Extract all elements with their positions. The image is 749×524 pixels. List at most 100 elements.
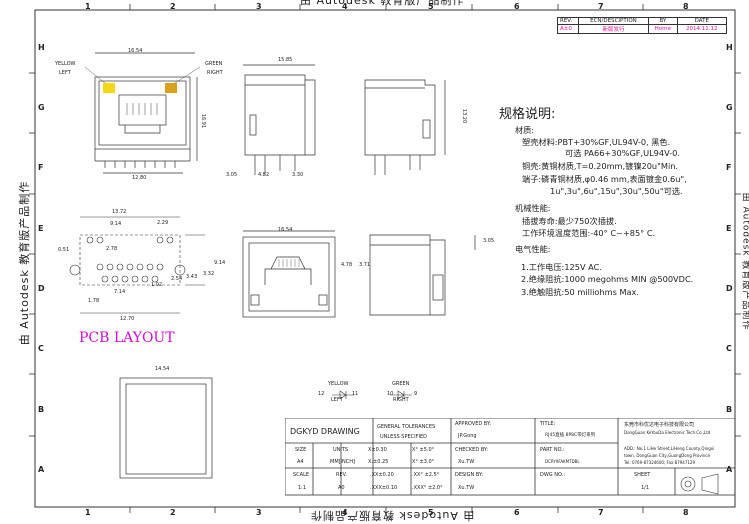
bottom-yellow-label-2: LEFT [331,397,343,403]
label-yellow-left-2: LEFT [59,70,71,76]
tb-drawing-title: DGKYD DRAWING [290,427,360,436]
tb-address-3: Tel: 0769-87324600; Fax:87947129 [624,460,696,465]
grid-row-left-D: D [38,284,45,293]
mechanical-header: 机械性能: [515,203,551,213]
tb-title-label: TITLE: [540,421,556,427]
dim-pcb-e: 3.32 [203,271,215,277]
rev-header-rev: REV. [557,17,579,25]
grid-col-top-8: 8 [683,2,689,11]
tb-tol-d: .XXX±0.10 [370,485,398,491]
grid-col-bottom-5: 5 [428,508,434,517]
tb-tol-c: .XX±0.20 [370,472,394,478]
material-line-5: 1u",3u",6u",15u",30u",50u"可选. [550,186,683,196]
grid-col-top-3: 3 [256,2,262,11]
dim-top-a: 4.78 [341,262,353,268]
label-yellow-left-1: YELLOW [55,61,76,67]
grid-col-bottom-6: 6 [514,508,520,517]
dim-side-width: 15.85 [278,57,293,63]
projection-symbol-icon [680,473,719,495]
grid-row-right-G: G [726,103,733,112]
tb-rev-value: A0 [338,485,345,491]
grid-row-right-F: F [726,163,732,172]
tb-units-value: MM[INCH] [330,459,355,465]
tb-approved-name: JP.Gong [458,433,477,439]
tb-design-name: Xu.TW [458,485,475,491]
watermark-bottom: 由 Autodesk 教育版产品制作 [310,509,475,522]
rear-view-drawing [364,79,446,175]
grid-col-top-1: 1 [85,2,91,11]
watermark-top: 由 Autodesk 教育版产品制作 [300,0,465,7]
dim-front-height: 16.91 [200,113,207,129]
grid-row-left-H: H [38,43,45,52]
rev-row-date: 2014.11.12 [676,24,728,34]
title-block-grid [285,418,736,496]
electrical-line-2: 2.绝缘阻抗:1000 megohms MIN @500VDC. [521,274,694,284]
bottom-yellow-label-1: YELLOW [328,381,349,387]
tb-sheet-label: SHEET [634,472,651,478]
tb-part-no: PART NO.: [540,447,565,453]
label-green-right-1: GREEN [205,61,223,67]
grid-col-bottom-2: 2 [170,508,176,517]
tb-rev-label: REV. [336,472,347,478]
grid-row-right-E: E [726,224,732,233]
tb-tol-a-1: X±0.30 [368,447,387,453]
tb-tol-b-1: X° ±5.0° [412,447,435,453]
grid-row-left-B: B [38,405,45,414]
rev-row-rev: A±0 [557,24,579,34]
dim-pcb-w3: 9.14 [110,221,122,227]
dim-pcb-a: 2.78 [106,246,118,252]
bottom-green-label-1: GREEN [392,381,410,387]
dim-side-c: 3.30 [292,172,304,178]
dim-bottom-width: 14.54 [155,366,170,372]
dim-pcb-f: 2.54 [171,276,183,282]
green-led-indicator [165,83,177,93]
dim-pcb-w2: 2.29 [157,220,169,226]
dim-rear2-a: 3.05 [483,238,495,244]
tb-size-label: SIZE [295,447,307,453]
tb-general-tol-2: UNLESS SPECIFIED [380,434,427,440]
electrical-line-1: 1.工作电压:125V AC. [521,262,602,272]
grid-col-top-2: 2 [170,2,176,11]
tb-checked-name: Xu.TW [458,459,475,465]
dim-rear-height: 13.20 [461,108,468,124]
dim-pcb-j: 12.70 [120,316,135,322]
mechanical-line-1: 插拔寿命:最少750次插拔. [522,216,617,226]
dim-front-pin-span: 12.80 [132,175,147,181]
bottom-green-label-2: RIGHT [393,397,409,403]
dim-pcb-h: 7.14 [114,289,126,295]
side-view-drawing [243,64,316,175]
revision-table: REV. ECN/DESCIPTION BY DATE A±0 新版发行 Hom… [557,17,728,34]
rev-row-by: Home [647,24,678,34]
dim-pcb-d: 3.43 [186,274,198,280]
dim-pcb-w1: 13.72 [112,209,127,215]
grid-row-left-E: E [38,224,44,233]
grid-row-right-C: C [726,344,732,353]
pin-10-label: 10 [387,391,394,397]
grid-row-right-D: D [726,284,733,293]
tb-sheet-value: 1/1 [641,485,650,491]
watermark-left: 由 Autodesk 教育版产品制作 [18,180,32,346]
pin-9-label: 9 [414,391,418,397]
tb-company-en: DongGuan KeYouDa Electronic Tech.Co.,Ltd [624,430,711,435]
grid-row-right-A: A [726,465,733,474]
material-line-3: 铜壳:黄铜材质,T=0.20mm,镀镍20u"Min. [522,161,679,171]
tb-address-2: town, DongGuan City,GuangDong Province [624,453,711,458]
rear-view-2-drawing [369,234,476,316]
grid-row-right-H: H [726,43,733,52]
tb-address-1: ADD.: No.1 LiHe Street,LiHeng County,Qin… [624,446,715,451]
rev-row-desc: 新版发行 [578,24,649,34]
yellow-led-indicator [103,83,115,93]
dim-front-width: 16.54 [128,48,143,54]
grid-col-bottom-7: 7 [598,508,604,517]
front-view-drawing [84,52,201,174]
rev-header-date: DATE [676,17,728,25]
electrical-line-3: 3.绝触阻抗:50 milliohms Max. [521,287,639,297]
label-green-right-2: RIGHT [207,70,223,76]
grid-col-bottom-1: 1 [85,508,91,517]
grid-col-top-6: 6 [514,2,520,11]
tb-size-value: A4 [297,459,304,465]
dim-pcb-i: 1.78 [88,298,100,304]
tb-company-cn: 东莞市科优达电子科技有限公司 [624,422,695,428]
rev-header-desc: ECN/DESCIPTION [578,17,649,25]
